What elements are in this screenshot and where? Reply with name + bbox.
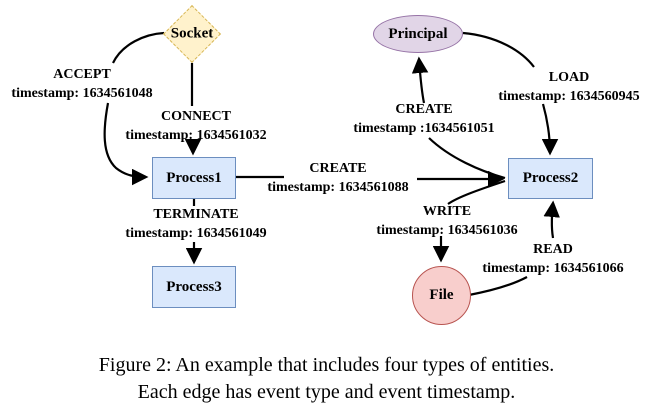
edge-create2-event: CREATE <box>395 102 453 117</box>
edge-create1-timestamp: timestamp: 1634561088 <box>267 180 409 195</box>
edge-label-read: READ timestamp: 1634561066 <box>467 240 639 278</box>
file-node-label: File <box>429 287 454 303</box>
edge-connect-event: CONNECT <box>160 109 231 124</box>
edge-terminate-timestamp: timestamp: 1634561049 <box>125 226 267 241</box>
edge-load-timestamp: timestamp: 1634560945 <box>498 89 640 104</box>
process3-node-label: Process3 <box>166 278 222 295</box>
edge-label-accept: ACCEPT timestamp: 1634561048 <box>0 65 168 103</box>
edge-write-event: WRITE <box>422 204 472 219</box>
edge-terminate-event: TERMINATE <box>153 207 239 222</box>
edge-label-create2: CREATE timestamp :1634561051 <box>338 100 510 138</box>
edge-read-arrow <box>543 200 560 239</box>
edge-create2-arrow <box>411 56 429 104</box>
edge-read-segment <box>468 276 528 297</box>
edge-write-timestamp: timestamp: 1634561036 <box>376 223 518 238</box>
edge-accept-timestamp: timestamp: 1634561048 <box>11 86 153 101</box>
process1-node: Process1 <box>152 157 236 199</box>
edges-layer <box>103 31 560 297</box>
edge-load-event: LOAD <box>548 70 590 85</box>
principal-node: Principal <box>373 15 463 53</box>
edge-label-load: LOAD timestamp: 1634560945 <box>483 68 653 106</box>
edge-accept-event: ACCEPT <box>53 67 111 82</box>
edge-create1-event: CREATE <box>309 161 367 176</box>
figure-caption: Figure 2: An example that includes four … <box>0 352 653 406</box>
process2-node-label: Process2 <box>522 170 579 186</box>
edge-accept-arrow <box>103 102 149 186</box>
socket-node-label: Socket <box>170 25 214 41</box>
edge-create2-segment <box>428 137 506 180</box>
provenance-graph-diagram: Socket Principal Process1 Process2 Proce… <box>0 4 653 325</box>
edge-accept-segment <box>112 31 165 64</box>
edge-create2-timestamp: timestamp :1634561051 <box>353 121 495 136</box>
edge-read-event: READ <box>533 242 573 257</box>
caption-line-1: Figure 2: An example that includes four … <box>98 354 555 376</box>
socket-node: Socket <box>163 4 221 63</box>
edge-load-segment <box>462 31 535 68</box>
edge-label-connect: CONNECT timestamp: 1634561032 <box>110 107 282 145</box>
principal-node-label: Principal <box>388 25 448 42</box>
file-node: File <box>412 266 471 325</box>
process3-node: Process3 <box>152 266 236 308</box>
edge-label-write: WRITE timestamp: 1634561036 <box>361 202 533 240</box>
edge-read-timestamp: timestamp: 1634561066 <box>482 261 624 276</box>
caption-line-2: Each edge has event type and event times… <box>137 381 516 403</box>
edge-write-segment <box>447 179 506 205</box>
process1-node-label: Process1 <box>166 169 222 186</box>
edge-label-terminate: TERMINATE timestamp: 1634561049 <box>110 205 282 243</box>
edge-label-create1: CREATE timestamp: 1634561088 <box>252 159 424 197</box>
process2-node: Process2 <box>508 158 593 199</box>
edge-connect-timestamp: timestamp: 1634561032 <box>125 128 267 143</box>
edge-load-arrow <box>541 103 559 156</box>
